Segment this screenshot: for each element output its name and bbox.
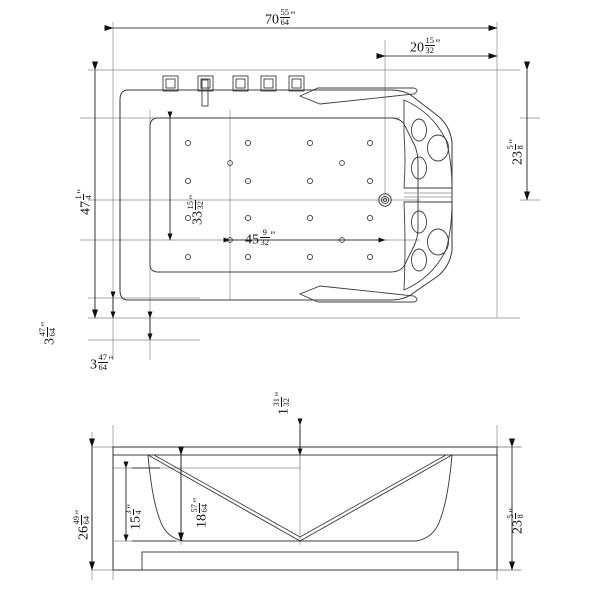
control-buttons (162, 75, 305, 107)
section-right-wall (300, 454, 453, 542)
plan-view-group (80, 22, 540, 360)
headrest-lower (298, 285, 418, 303)
headrest-upper (298, 87, 418, 105)
section-left-wall (147, 454, 300, 542)
section-base-plinth (141, 551, 459, 571)
seat-jet-ovals (411, 118, 449, 272)
drain-fitting (378, 193, 392, 207)
seat-panel-upper (403, 99, 453, 189)
plan-dimension-lines (92, 25, 530, 341)
seat-panel-lower (403, 201, 453, 291)
section-dimension-lines (89, 418, 515, 571)
plan-extension-lines (80, 22, 540, 360)
tub-outer-outline (119, 89, 453, 301)
section-extension-lines (91, 425, 522, 580)
section-inner-profile-2 (153, 454, 447, 538)
section-view-group (91, 425, 522, 580)
